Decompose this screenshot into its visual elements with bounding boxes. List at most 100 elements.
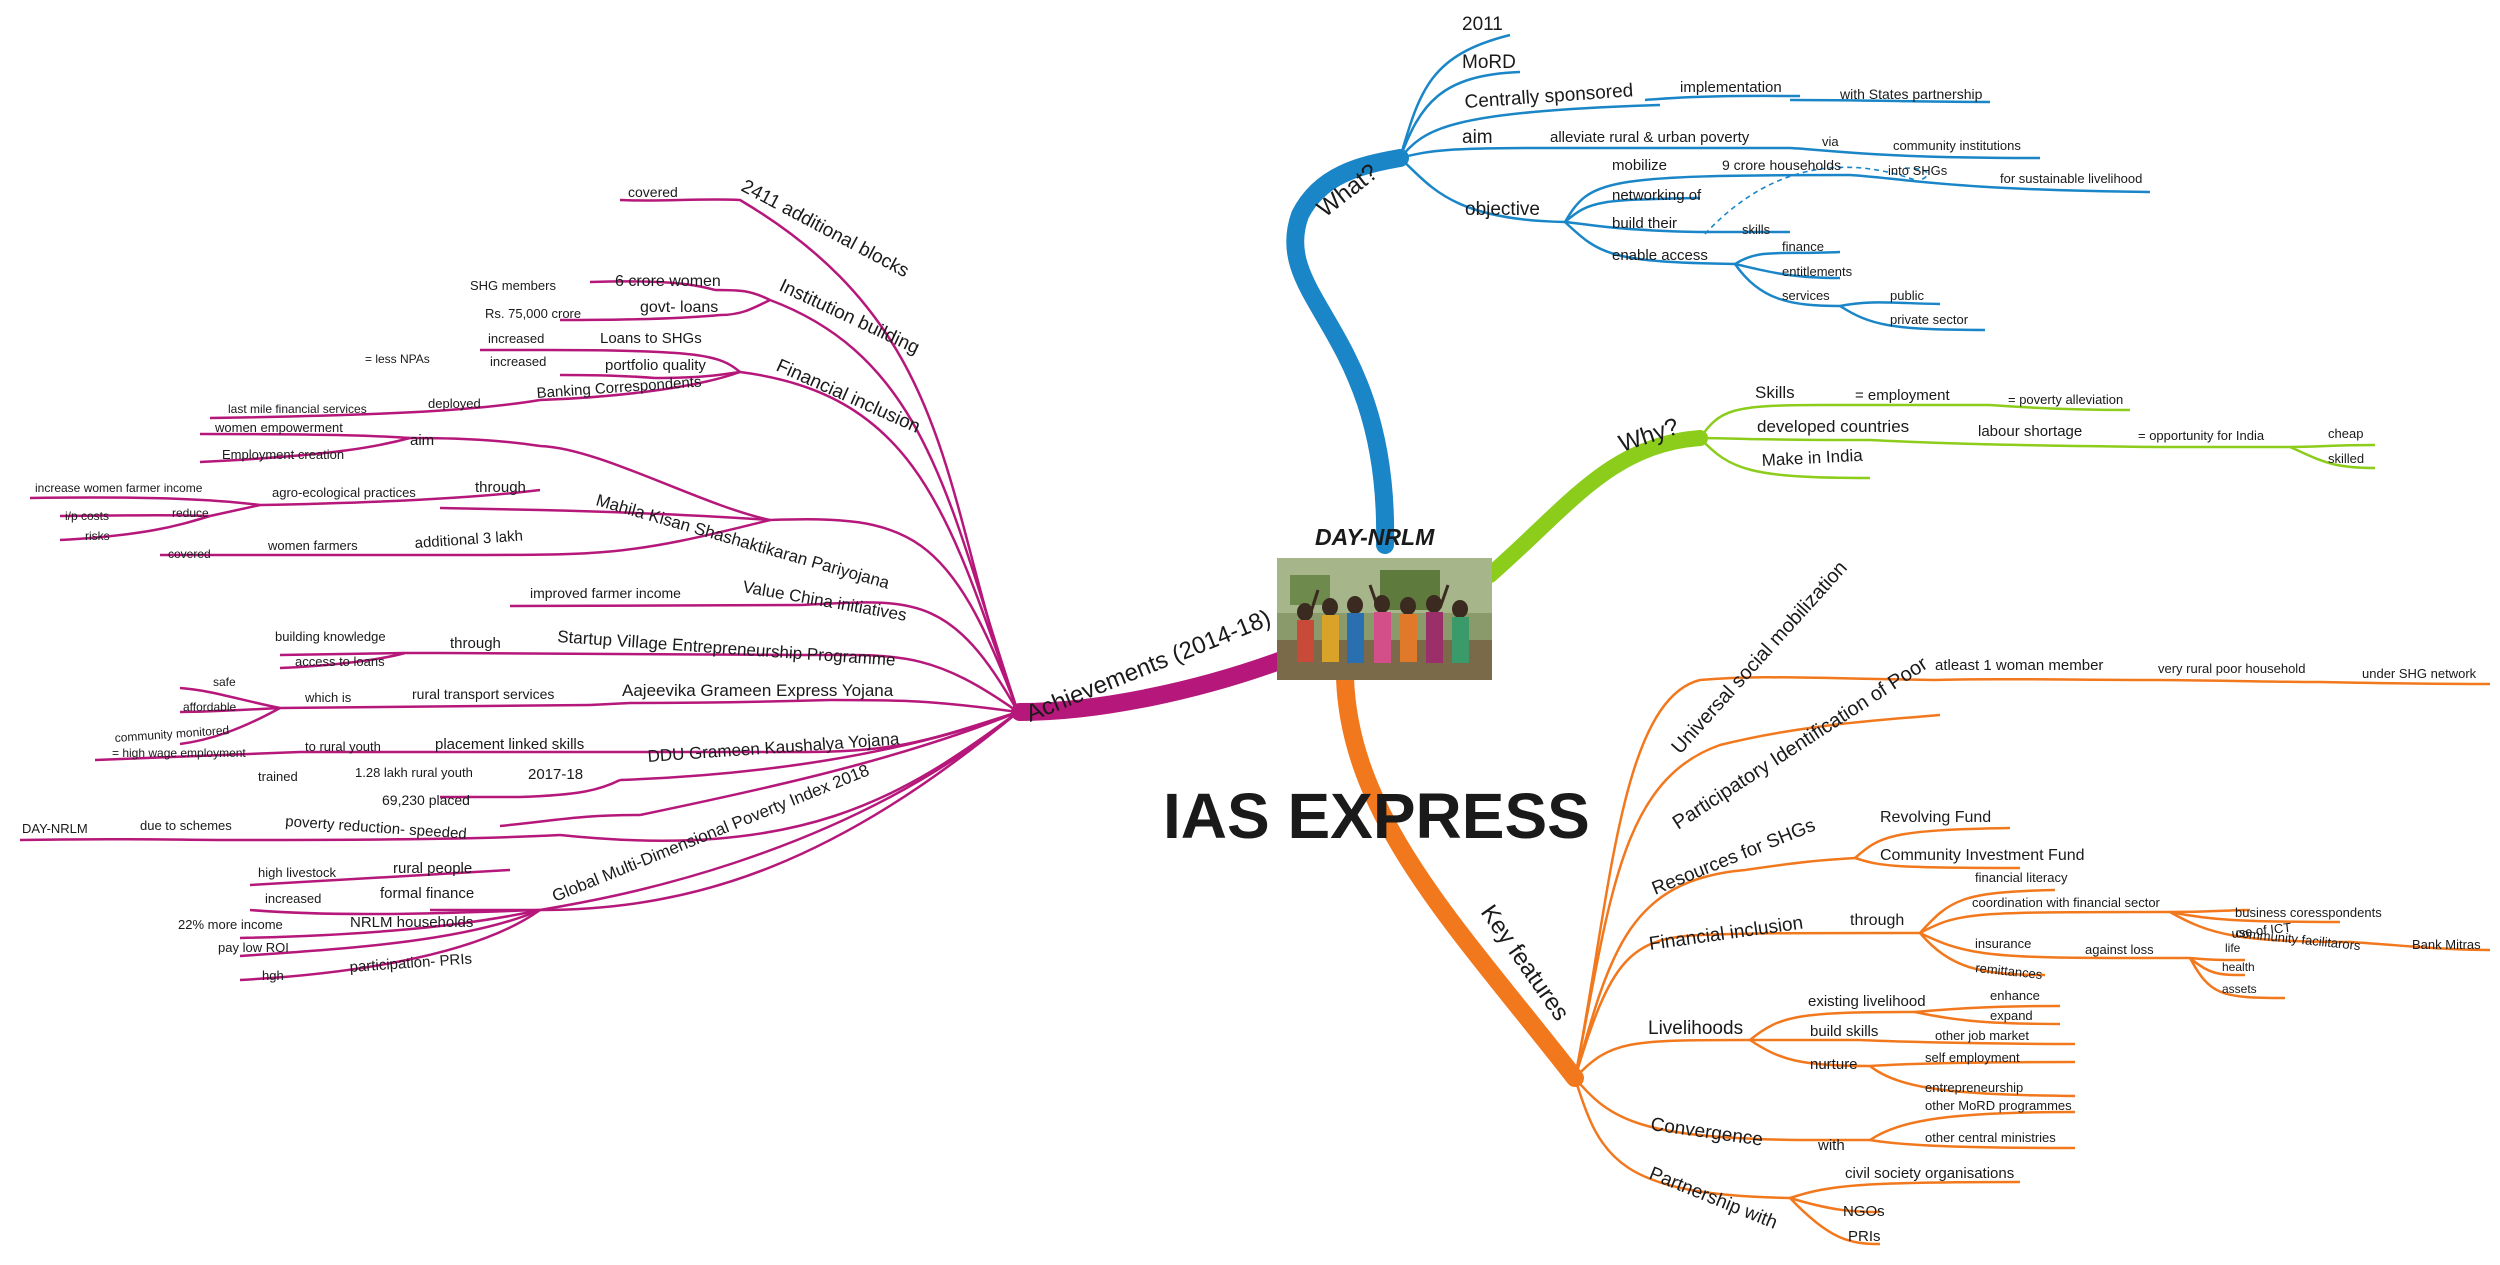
ach-emp-creation: Employment creation [222,447,344,462]
achievements-labels: Achievements (2014-18) 2411 additional b… [22,176,1275,983]
ach-banking: Banking Correspondents [536,374,702,402]
key-resources: Resources for SHGs [1649,815,1818,900]
ach-covered1: covered [628,184,678,200]
center-title: DAY-NRLM [1315,524,1435,550]
key-life: life [2225,941,2241,955]
key-very-poor: very rural poor household [2158,661,2305,676]
what-trunk [1286,149,1409,554]
key-coord: coordination with financial sector [1972,895,2161,910]
why-opportunity: = opportunity for India [2138,428,2265,443]
what-public: public [1890,288,1924,303]
ach-improved: improved farmer income [530,585,681,601]
ach-portfolio: portfolio quality [605,357,706,374]
why-employment: = employment [1855,387,1950,404]
why-trunk [1482,430,1708,583]
ach-placement: placement linked skills [435,736,584,753]
ach-ddu: DDU Grameen Kaushalya Yojana [647,729,901,766]
key-partnership: Partnership with [1646,1163,1780,1234]
ach-blocks: 2411 additional blocks [738,176,913,282]
why-cheap: cheap [2328,426,2363,441]
key-cf: community facilitarors [2235,925,2362,953]
branch-achievements [19,198,1020,982]
what-ministry: MoRD [1462,52,1516,73]
ach-community-monitored: community monitored [114,723,229,745]
what-skills: skills [1742,222,1771,237]
key-build-skills: build skills [1810,1023,1878,1040]
key-under-shg: under SHG network [2362,666,2477,681]
why-poverty: = poverty alleviation [2008,392,2123,407]
what-households: 9 crore households [1722,157,1841,173]
ach-aim: aim [410,432,434,449]
key-expand: expand [1990,1008,2033,1023]
what-objective: objective [1465,199,1540,220]
why-skills: Skills [1755,383,1795,402]
what-private: private sector [1890,312,1969,327]
branch-key-features [1573,676,2491,1246]
ach-gmpi: Global Multi-Dimensional Poverty Index 2… [549,761,872,906]
ach-increased3: increased [265,891,321,906]
ach-crore-women: 6 crore women [615,273,721,290]
ach-more-income: 22% more income [178,917,283,932]
key-ngos: NGOs [1843,1203,1885,1220]
why-skilled: skilled [2328,451,2364,466]
key-bank-mitras: Bank Mitras [2412,937,2481,952]
ach-svep: Startup Village Entrepreneurship Program… [557,627,896,670]
what-via: via [1822,134,1839,149]
ach-women-emp: women empowerment [214,420,343,435]
ach-agey: Aajeevika Grameen Express Yojana [622,681,894,700]
ach-covered2: covered [168,547,211,561]
ach-shg-members: SHG members [470,278,556,293]
what-enable-access: enable access [1612,247,1708,264]
key-bc: business coresspondents [2235,905,2382,920]
key-with: with [1817,1137,1845,1154]
ach-ip-costs: i/p costs [65,509,109,523]
key-convergence: Convergence [1649,1114,1764,1151]
watermark-text: IAS EXPRESS [1163,780,1590,852]
what-community-institutions: community institutions [1893,138,2021,153]
ach-hgh: hgh [262,968,284,983]
ach-through2: through [450,635,501,652]
ach-rural-people: rural people [393,860,472,877]
ach-increase-income: increase women farmer income [35,481,203,495]
ach-due-to: due to schemes [140,818,232,833]
ach-increased2: increased [490,354,546,369]
key-fin: Financial inclusion [1648,913,1805,955]
ach-building-knowledge: building knowledge [275,629,386,644]
key-pris: PRIs [1848,1228,1881,1245]
ach-placed: 69,230 placed [382,792,470,808]
key-health: health [2222,960,2255,974]
ach-lakh-youth: 1.28 lakh rural youth [355,765,473,780]
ach-safe: safe [213,675,236,689]
what-labels: What? 2011 MoRD Centrally sponsored impl… [1312,14,2142,327]
ach-increased1: increased [488,331,544,346]
key-enhance: enhance [1990,988,2040,1003]
ach-nrlm-households: NRLM households [350,914,473,931]
ach-formal-finance: formal finance [380,885,474,902]
center-photo [1277,558,1492,680]
key-fin-lit: financial literacy [1975,870,2068,885]
what-year: 2011 [1462,14,1503,35]
ach-to-rural-youth: to rural youth [305,739,381,754]
what-implementation: implementation [1680,79,1782,96]
main-trunks [1011,149,1708,1087]
key-features-labels: Key features Universal social mobilizati… [1475,557,2481,1245]
what-entitlements: entitlements [1782,264,1853,279]
ach-loans-shgs: Loans to SHGs [600,330,702,347]
key-atleast: atleast 1 woman member [1935,657,2103,674]
ach-pay-low-roi: pay low ROI [218,940,289,955]
what-finance: finance [1782,239,1824,254]
ach-additional: additional 3 lakh [414,527,523,552]
ach-rural-transport: rural transport services [412,686,554,702]
ach-agro: agro-ecological practices [272,485,416,500]
key-nurture: nurture [1810,1056,1858,1073]
key-revolving: Revolving Fund [1880,809,1991,826]
what-into-shgs: into SHGs [1888,163,1948,178]
key-livelihoods: Livelihoods [1648,1018,1743,1039]
what-networking: networking of [1612,187,1702,204]
what-mobilize: mobilize [1612,157,1667,174]
key-assets: assets [2222,982,2257,996]
branch-why [1698,403,2376,480]
ach-women-farmers: women farmers [267,538,358,553]
ach-trained: trained [258,769,298,784]
